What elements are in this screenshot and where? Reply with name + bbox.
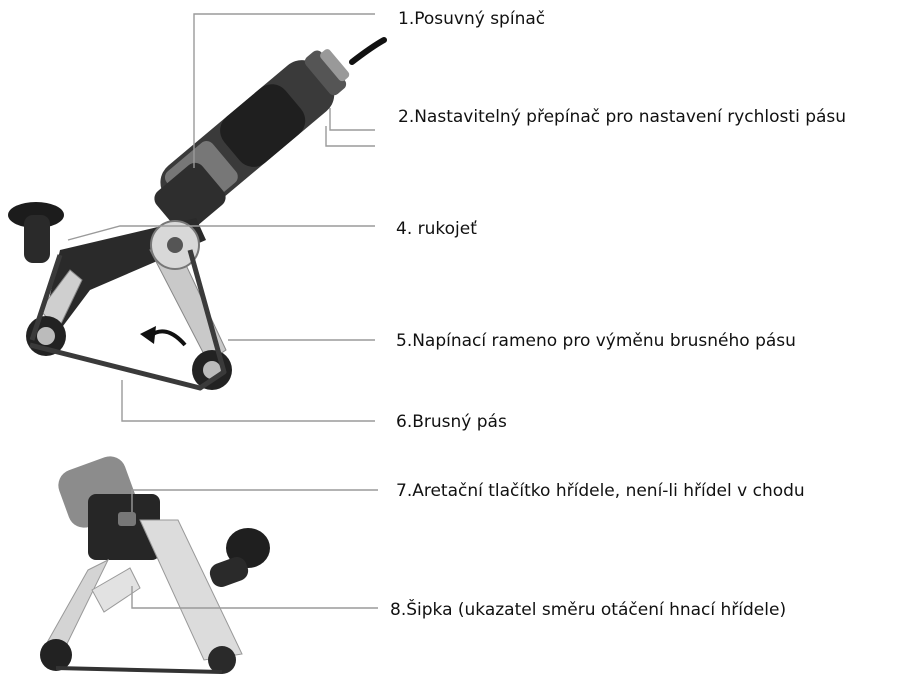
rotation-arrow-icon bbox=[140, 326, 185, 345]
leader-line-2a bbox=[330, 108, 375, 130]
leader-line-7 bbox=[132, 490, 378, 512]
belt-detail bbox=[56, 668, 222, 672]
label-2-belt-speed-selector: 2.Nastavitelný přepínač pro nastavení ry… bbox=[398, 107, 846, 127]
leader-line-6 bbox=[122, 380, 375, 421]
tool-illustration-top bbox=[8, 38, 384, 390]
leader-line-2b bbox=[326, 126, 375, 146]
label-8-direction-arrow: 8.Šipka (ukazatel směru otáčení hnací hř… bbox=[390, 600, 786, 620]
side-handle bbox=[8, 202, 64, 263]
label-1-slide-switch: 1.Posuvný spínač bbox=[398, 9, 545, 29]
power-cord bbox=[352, 40, 384, 62]
label-4-handle: 4. rukojeť bbox=[396, 219, 477, 239]
leader-line-8 bbox=[132, 586, 378, 608]
belt-arm-plate bbox=[140, 520, 242, 660]
label-5-tension-arm: 5.Napínací rameno pro výměnu brusného pá… bbox=[396, 331, 796, 351]
tool-illustration-bottom bbox=[40, 452, 270, 674]
side-handle-detail bbox=[207, 528, 270, 590]
roller-detail-left bbox=[40, 639, 72, 671]
label-6-grinding-belt: 6.Brusný pás bbox=[396, 412, 507, 432]
label-7-spindle-lock-button: 7.Aretační tlačítko hřídele, není-li hří… bbox=[396, 481, 805, 501]
spindle-lock-button bbox=[118, 512, 136, 526]
